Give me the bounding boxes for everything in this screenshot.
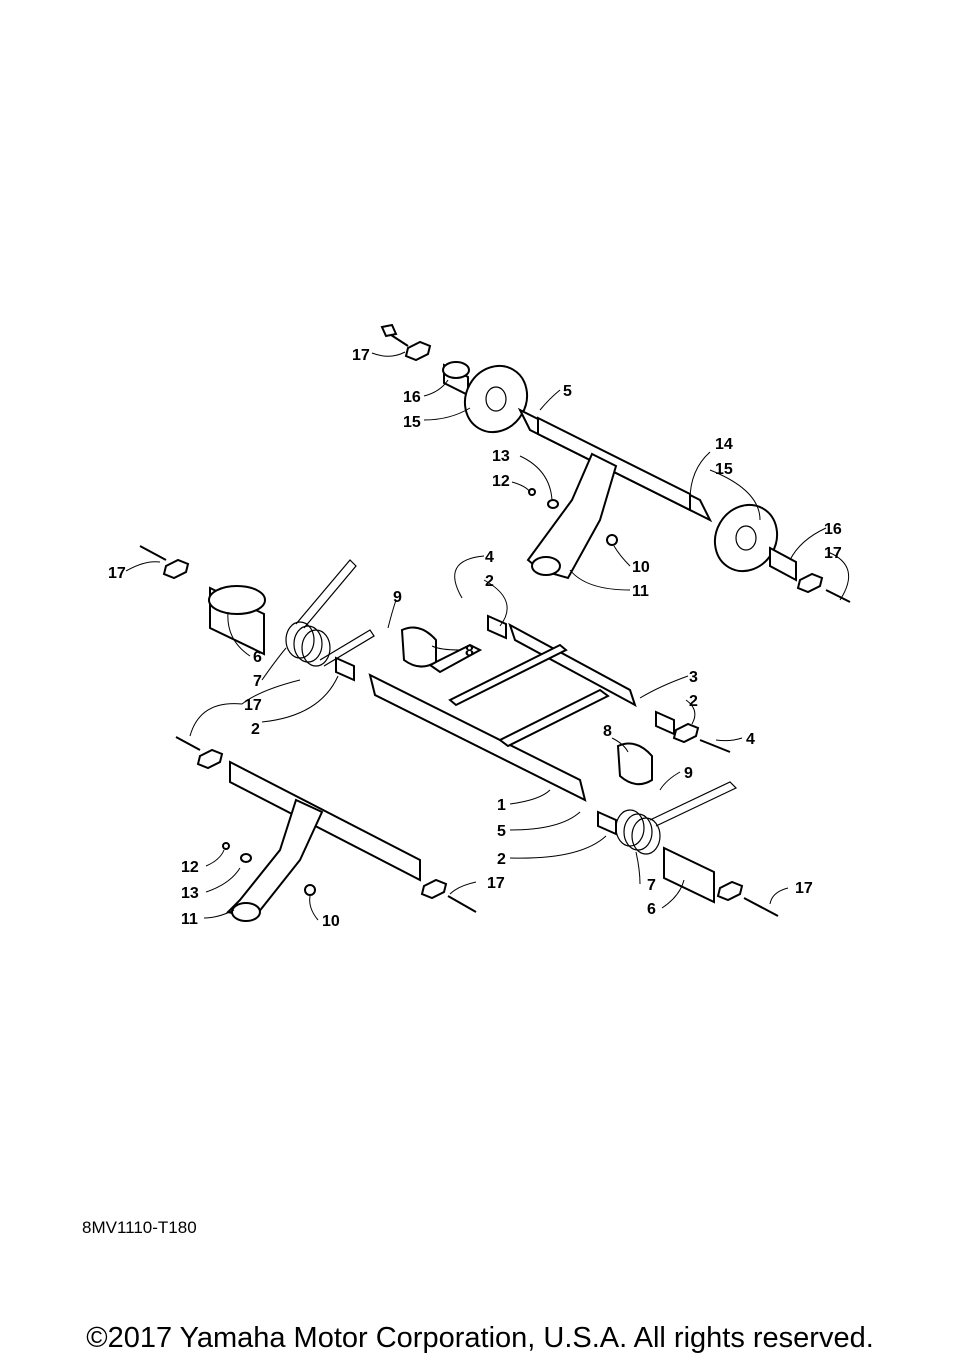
callout-6: 6	[253, 649, 262, 666]
callout-5: 5	[497, 823, 506, 840]
left-spring-assembly	[139, 545, 375, 667]
callout-2: 2	[251, 721, 260, 738]
callout-11: 11	[632, 583, 649, 600]
callout-8: 8	[603, 723, 612, 740]
drawing-code: 8MV1110-T180	[82, 1218, 197, 1237]
callout-15: 15	[715, 461, 733, 478]
callout-2: 2	[689, 693, 698, 710]
front-shaft-assembly	[175, 736, 477, 922]
cam	[616, 742, 653, 786]
copyright-notice: ©2017 Yamaha Motor Corporation, U.S.A. A…	[86, 1322, 874, 1354]
spacer	[769, 546, 797, 582]
callout-6: 6	[647, 901, 656, 918]
callout-9: 9	[684, 765, 693, 782]
callout-12: 12	[181, 859, 199, 876]
callout-13: 13	[492, 448, 510, 465]
callout-17: 17	[824, 545, 842, 562]
callout-3: 3	[689, 669, 698, 686]
callout-1: 1	[497, 797, 506, 814]
callout-10: 10	[322, 913, 340, 930]
callout-5: 5	[563, 383, 572, 400]
leader-lines	[125, 351, 849, 921]
callout-11: 11	[181, 911, 198, 928]
callout-17: 17	[108, 565, 126, 582]
shaft	[229, 760, 421, 882]
callout-9: 9	[393, 589, 402, 606]
torsion-spring	[285, 559, 375, 667]
cam	[400, 626, 437, 668]
callout-13: 13	[181, 885, 199, 902]
sleeve	[663, 846, 715, 904]
callout-7: 7	[253, 673, 262, 690]
callout-17: 17	[795, 880, 813, 897]
washer	[796, 572, 824, 594]
callout-4: 4	[485, 549, 494, 566]
callout-2: 2	[485, 573, 494, 590]
bolt	[380, 323, 409, 347]
callout-16: 16	[824, 521, 842, 538]
callout-17: 17	[352, 347, 370, 364]
callout-7: 7	[647, 877, 656, 894]
callout-14: 14	[715, 436, 733, 453]
callout-12: 12	[492, 473, 510, 490]
callout-8: 8	[465, 643, 474, 660]
cross-frame	[335, 614, 675, 836]
torsion-spring	[615, 781, 738, 855]
callout-labels: 17 16 15 5 14 15 13 12 16 17 10 11 17 4 …	[108, 347, 842, 930]
callout-17: 17	[244, 697, 262, 714]
callout-17: 17	[487, 875, 505, 892]
rear-shaft-assembly	[380, 323, 851, 603]
callout-16: 16	[403, 389, 421, 406]
callout-2: 2	[497, 851, 506, 868]
callout-15: 15	[403, 414, 421, 431]
right-spring-assembly	[615, 722, 779, 917]
callout-4: 4	[746, 731, 755, 748]
callout-10: 10	[632, 559, 650, 576]
washer	[404, 340, 432, 362]
